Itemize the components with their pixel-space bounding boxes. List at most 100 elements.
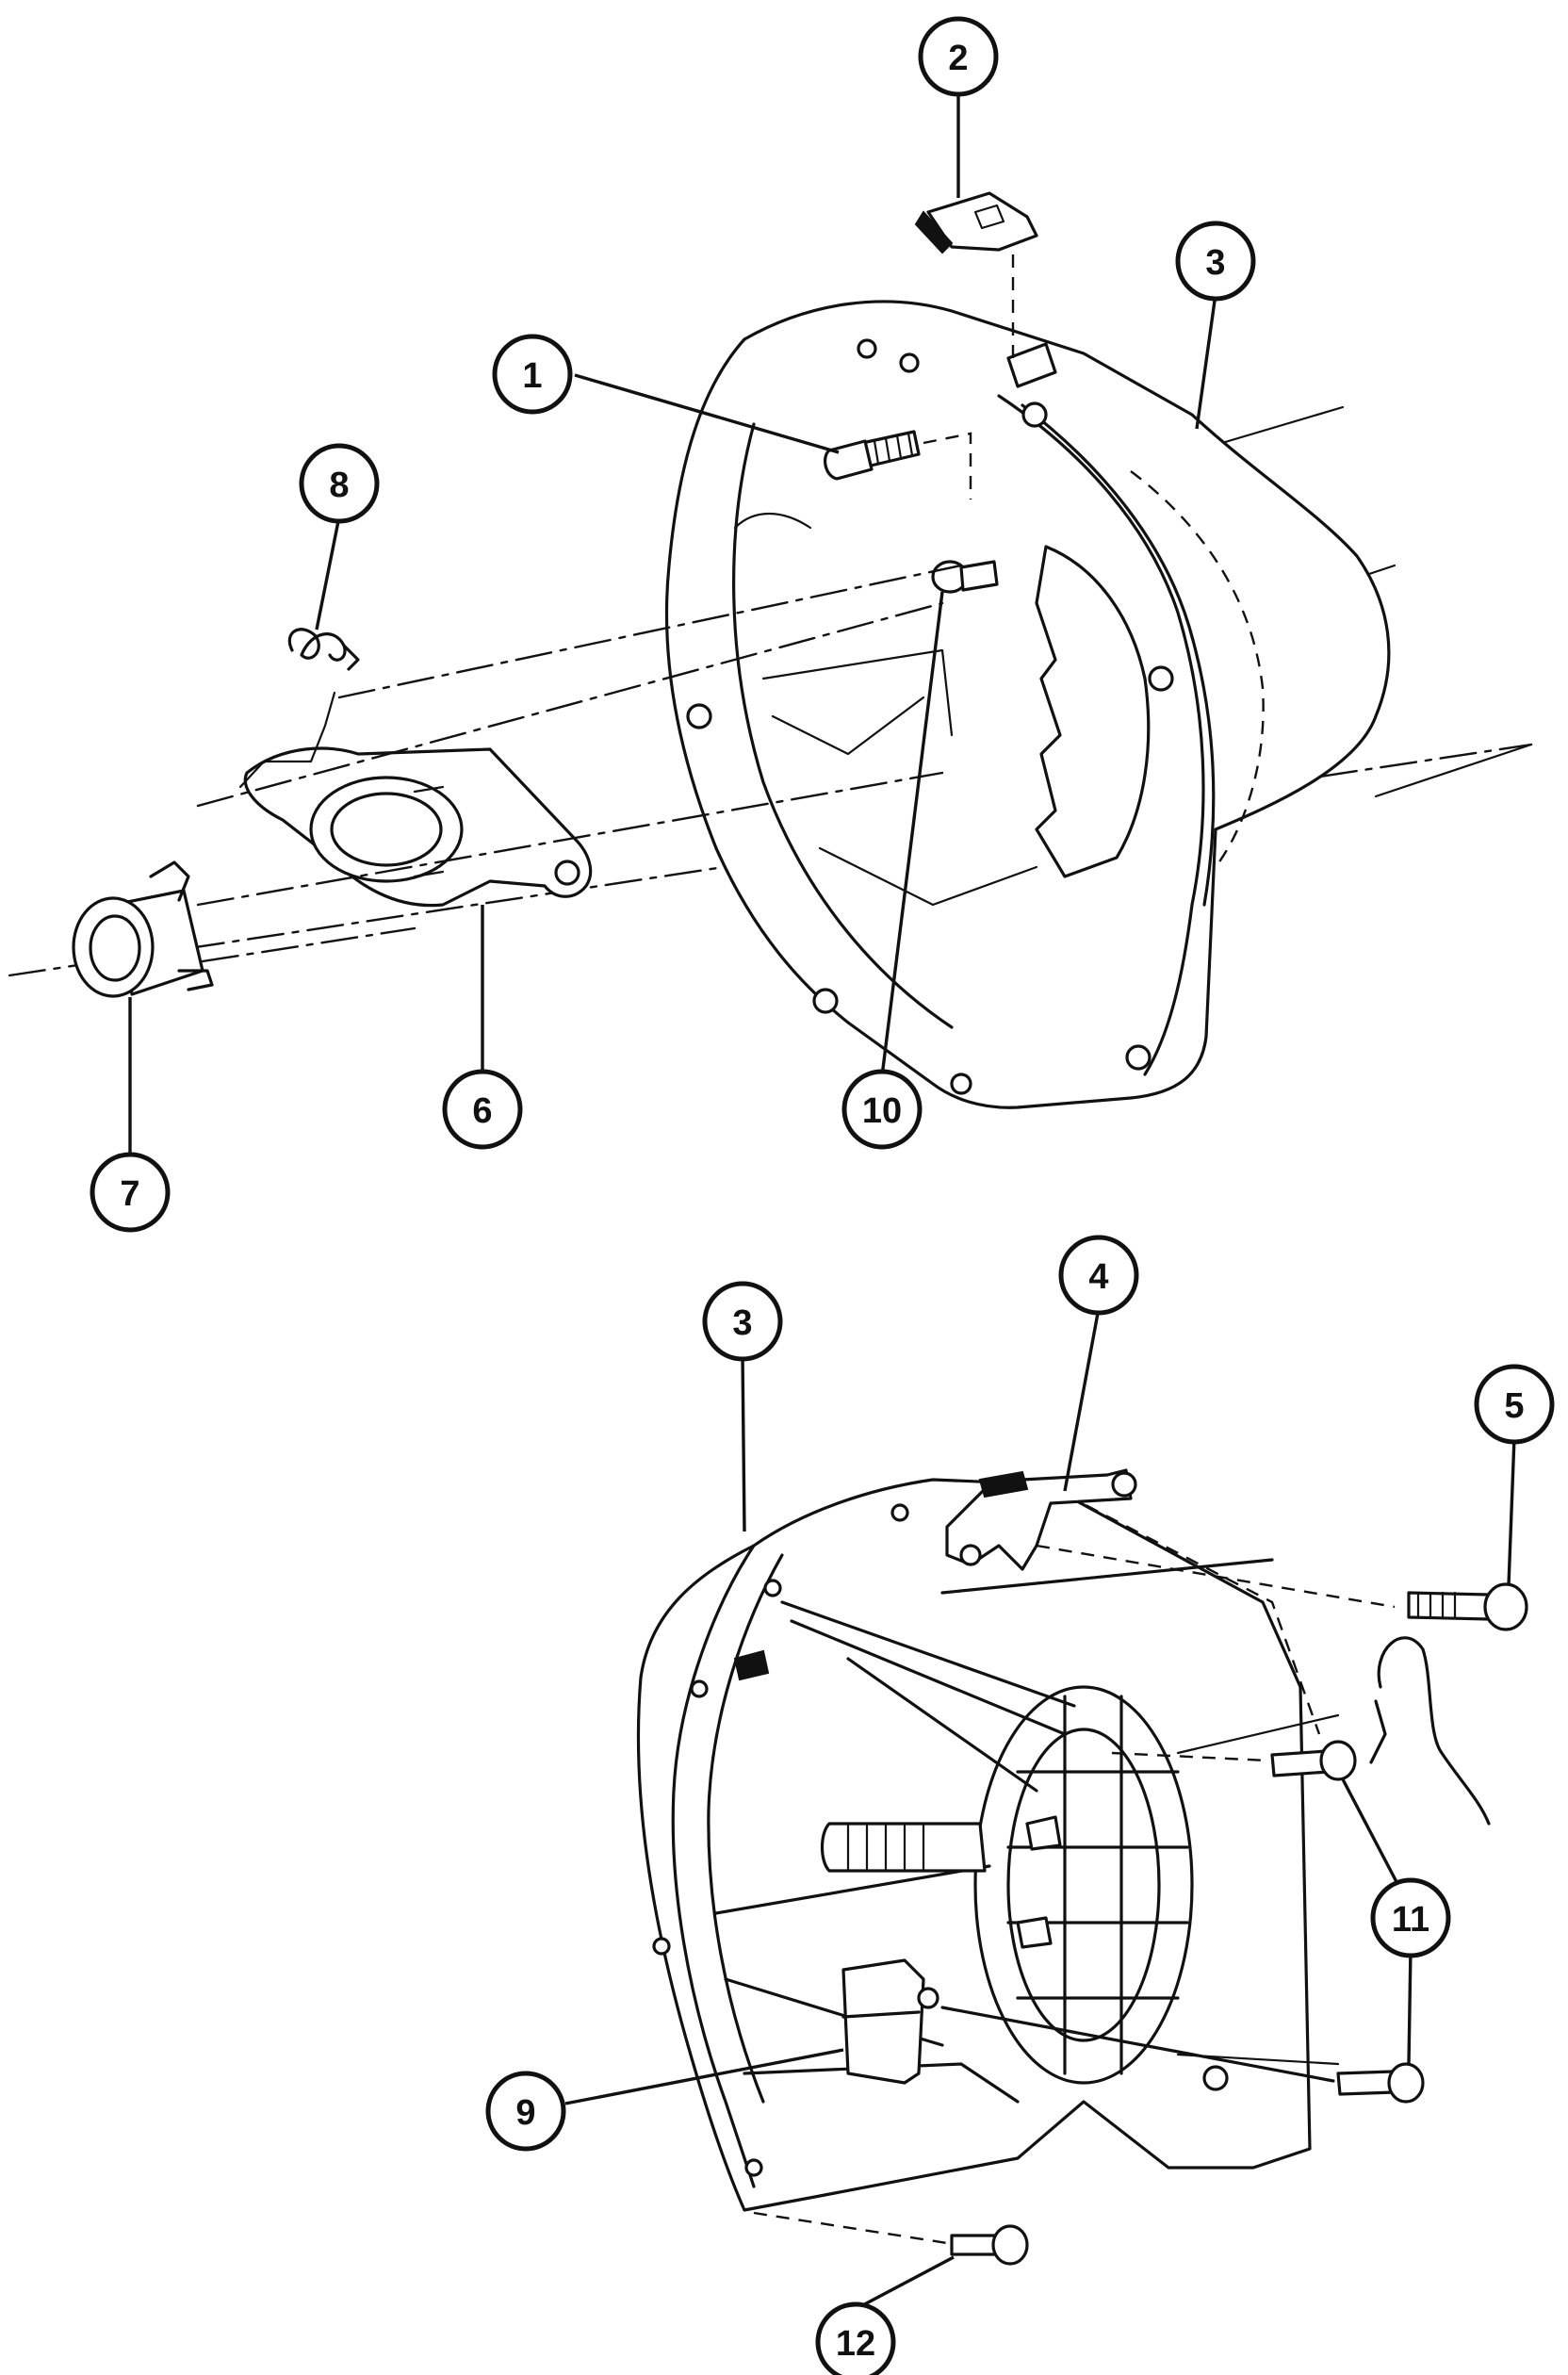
bolt-1-install-line bbox=[923, 432, 972, 500]
leader-5 bbox=[1507, 1436, 1516, 1586]
bearing-clip-bottom bbox=[177, 969, 214, 991]
case-strut-1 bbox=[780, 1600, 1076, 1708]
callout-9: 9 bbox=[485, 2071, 566, 2152]
housing-inner-rib-4 bbox=[733, 512, 812, 530]
case-hole-3 bbox=[690, 1679, 709, 1698]
housing-hole-1 bbox=[1021, 401, 1048, 428]
callout-10-label: 10 bbox=[862, 1091, 902, 1131]
case-lug-3 bbox=[1016, 1916, 1053, 1949]
case-strut-3 bbox=[846, 1657, 1038, 1793]
callout-12-circle bbox=[815, 2301, 896, 2375]
top-assembly bbox=[8, 191, 1533, 1109]
leader-11a bbox=[1341, 1778, 1406, 1897]
case-front-flange bbox=[671, 1544, 756, 2188]
clip-tab bbox=[914, 210, 954, 254]
case-strut-2 bbox=[790, 1619, 1067, 1736]
spring-clip-coil bbox=[287, 628, 347, 662]
callout-7-label: 7 bbox=[120, 1174, 139, 1214]
fork-slot-lower bbox=[413, 870, 445, 878]
callout-1-circle bbox=[492, 334, 573, 415]
callout-3-top-label: 3 bbox=[1205, 243, 1225, 283]
callout-10-circle bbox=[841, 1069, 923, 1150]
part-10-pivot-ball bbox=[931, 560, 999, 594]
housing-inner-rib-2 bbox=[771, 696, 925, 756]
callout-9-circle bbox=[485, 2071, 566, 2152]
part-5-bolt bbox=[1407, 1582, 1528, 1631]
housing-flange-inner bbox=[1021, 403, 1216, 907]
callout-4-circle bbox=[1058, 1235, 1139, 1316]
callout-1-label: 1 bbox=[522, 356, 542, 396]
housing-hole-2 bbox=[1148, 665, 1174, 692]
part-4-fork-lever bbox=[945, 1468, 1396, 1609]
housing-extension-line-middle bbox=[1364, 564, 1396, 577]
pivot-ball-stem bbox=[959, 560, 999, 592]
part-9-bracket bbox=[841, 1958, 939, 2085]
callout-6: 6 bbox=[442, 1069, 523, 1150]
callout-3-bottom-circle bbox=[702, 1281, 783, 1362]
leader-1 bbox=[574, 373, 840, 454]
case-lug-2 bbox=[1025, 1815, 1062, 1851]
housing-extension-line-upper bbox=[1204, 405, 1345, 450]
callout-6-circle bbox=[442, 1069, 523, 1150]
callout-11-label: 11 bbox=[1392, 1900, 1429, 1940]
callout-3-bottom-label: 3 bbox=[732, 1303, 752, 1343]
part-8-spring-clip bbox=[287, 628, 360, 671]
callout-9-label: 9 bbox=[515, 2093, 535, 2133]
case-input-shaft bbox=[820, 1822, 987, 1873]
housing-hole-7 bbox=[857, 338, 877, 359]
bolt-5-head bbox=[1483, 1582, 1528, 1631]
leader-3b bbox=[741, 1353, 746, 1532]
case-rear-ring-inner bbox=[1006, 1728, 1161, 2042]
callout-3-top: 3 bbox=[1175, 221, 1256, 302]
bottom-assembly bbox=[636, 1468, 1528, 2266]
callout-10: 10 bbox=[841, 1069, 923, 1150]
lever-install-line bbox=[1036, 1544, 1396, 1609]
bracket-hole bbox=[917, 1987, 939, 2009]
case-extension-line-top bbox=[1176, 1713, 1340, 1755]
housing-bore-opening bbox=[1035, 545, 1151, 878]
leader-11b bbox=[1407, 1948, 1413, 2065]
housing-outer-shell bbox=[664, 300, 1391, 1109]
case-hole-4 bbox=[652, 1937, 671, 1956]
callout-4-label: 4 bbox=[1088, 1257, 1108, 1297]
leader-9 bbox=[564, 2048, 844, 2105]
leader-lines bbox=[128, 90, 1516, 2311]
housing-hole-5 bbox=[812, 988, 839, 1014]
bolt-12-head bbox=[991, 2224, 1029, 2266]
callout-2-label: 2 bbox=[948, 39, 968, 78]
leader-12 bbox=[855, 2255, 955, 2311]
part-6-release-fork bbox=[238, 691, 593, 908]
case-hole-1 bbox=[763, 1579, 782, 1597]
callout-7-circle bbox=[90, 1152, 171, 1233]
case-strut-4 bbox=[714, 1864, 991, 1915]
bolt-11a-install-line bbox=[1111, 1751, 1268, 1762]
part-11-bolts bbox=[940, 1740, 1425, 2104]
callout-5-circle bbox=[1474, 1364, 1555, 1445]
leader-3a bbox=[1195, 293, 1217, 430]
housing-hole-6 bbox=[950, 1073, 972, 1095]
case-rib-grid bbox=[1006, 1695, 1189, 2075]
bolt-11a-head bbox=[1319, 1740, 1357, 1781]
leader-8 bbox=[315, 516, 341, 631]
fork-slot-upper bbox=[413, 785, 445, 794]
clip-slot bbox=[973, 204, 1005, 230]
lever-tip bbox=[1111, 1471, 1137, 1498]
part-12-bolt bbox=[753, 2211, 1029, 2266]
leader-4 bbox=[1063, 1307, 1101, 1492]
spring-clip-leg bbox=[342, 644, 360, 671]
housing-extension-line-lower bbox=[1374, 743, 1533, 798]
housing-hole-8 bbox=[899, 352, 920, 373]
callout-3-bottom: 3 bbox=[702, 1281, 783, 1362]
case-hole-2 bbox=[890, 1503, 909, 1522]
assembly-line-upper-rod bbox=[196, 601, 944, 808]
callout-5-label: 5 bbox=[1504, 1386, 1524, 1426]
callout-2: 2 bbox=[918, 16, 999, 97]
housing-hole-4 bbox=[686, 703, 712, 729]
lever-pad bbox=[978, 1470, 1029, 1499]
bolt-1-threads bbox=[873, 432, 914, 466]
callout-11-circle bbox=[1370, 1877, 1451, 1958]
clip-body bbox=[926, 191, 1038, 252]
bolt-11b-install-line bbox=[940, 2006, 1335, 2083]
bracket-plate bbox=[841, 1958, 925, 2085]
